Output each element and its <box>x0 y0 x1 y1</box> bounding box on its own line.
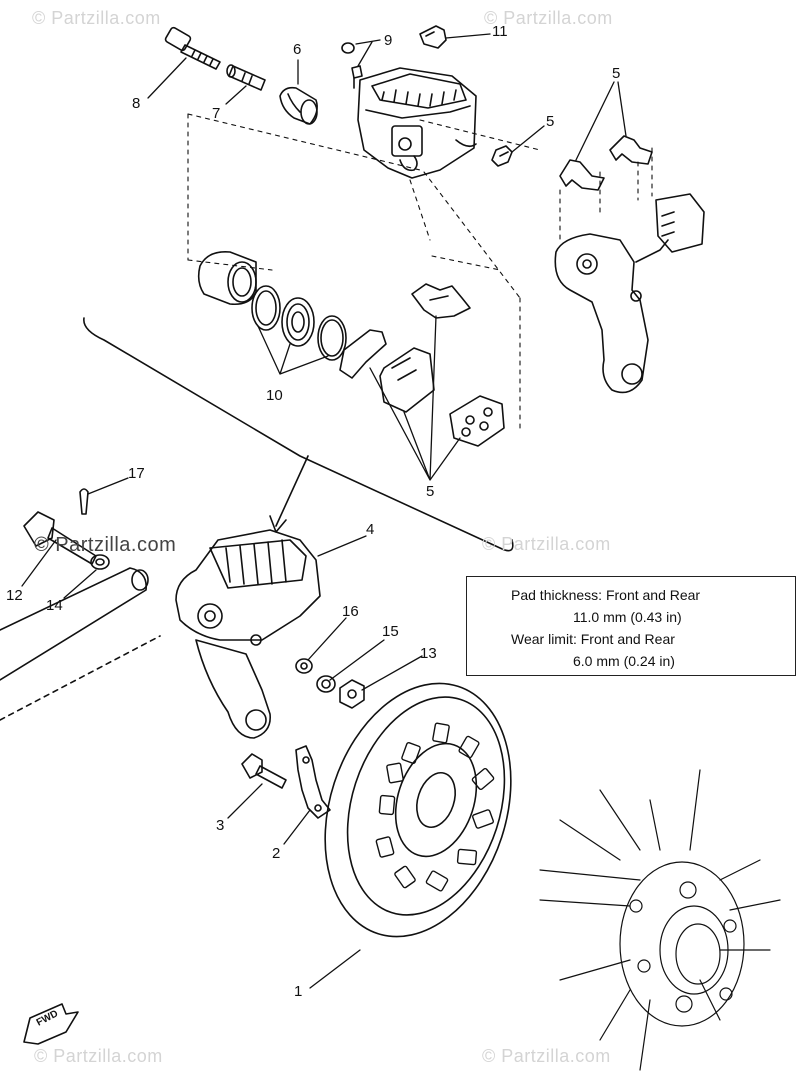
callout-7: 7 <box>212 105 221 122</box>
wheel-hub <box>539 769 781 1071</box>
leader-lines <box>21 33 627 989</box>
bleeder-9 <box>341 42 363 89</box>
caliper-lower-4 <box>175 529 321 739</box>
callout-1: 1 <box>294 983 303 1000</box>
clip-11 <box>419 25 447 49</box>
spec-pad-thickness-value: 11.0 mm (0.43 in) <box>573 609 682 625</box>
bolt-3 <box>241 753 287 789</box>
washer-14 <box>90 554 110 570</box>
watermark-top-left: © Partzilla.com <box>32 8 161 28</box>
callout-16: 16 <box>342 603 359 620</box>
assembly-bracket <box>83 317 514 552</box>
callout-2: 2 <box>272 845 281 862</box>
pad-spec-box: Pad thickness: Front and Rear 11.0 mm (0… <box>466 576 796 676</box>
pin-7 <box>226 64 266 91</box>
watermark-bottom-right: © Partzilla.com <box>482 1046 611 1066</box>
callout-5-springs: 5 <box>612 65 621 82</box>
callout-15: 15 <box>382 623 399 640</box>
callout-17: 17 <box>128 465 145 482</box>
lock-plate-2 <box>295 745 331 819</box>
piston-10 <box>197 250 257 306</box>
watermark-top-right: © Partzilla.com <box>484 8 613 28</box>
boot-6 <box>279 86 318 125</box>
bolt-8 <box>164 26 221 70</box>
callout-10: 10 <box>266 387 283 404</box>
spec-pad-thickness-label: Pad thickness: Front and Rear <box>511 587 701 603</box>
callout-3: 3 <box>216 817 225 834</box>
washer-16 <box>295 658 313 674</box>
washer-15 <box>316 675 336 693</box>
callout-5-pads: 5 <box>426 483 435 500</box>
caliper-upper <box>357 67 477 179</box>
callout-5-bolt: 5 <box>546 113 555 130</box>
watermark-mid-right: © Partzilla.com <box>482 534 611 554</box>
callout-4: 4 <box>366 521 375 538</box>
watermark-mid-left: © Partzilla.com <box>34 534 177 556</box>
spec-wear-limit-label: Wear limit: Front and Rear <box>511 631 675 647</box>
callout-13: 13 <box>420 645 437 662</box>
nut-13 <box>339 679 365 709</box>
assembly-arrow <box>275 455 309 527</box>
callout-12: 12 <box>6 587 23 604</box>
callout-11: 11 <box>492 23 508 40</box>
callout-14: 14 <box>46 597 63 614</box>
callout-6: 6 <box>293 41 302 58</box>
bracket-right <box>554 193 705 394</box>
brake-disc-1 <box>324 682 512 938</box>
watermark-bottom-left: © Partzilla.com <box>34 1046 163 1066</box>
seals-10 <box>251 285 347 361</box>
bolt-5 <box>491 145 513 167</box>
pad-spring-5 <box>559 135 653 191</box>
cotter-17 <box>79 488 89 515</box>
swing-arm <box>0 567 161 721</box>
fwd-arrow <box>23 1003 79 1045</box>
spec-wear-limit-value: 6.0 mm (0.24 in) <box>573 653 675 669</box>
callout-9: 9 <box>384 32 393 49</box>
pads-5 <box>339 283 505 447</box>
callout-8: 8 <box>132 95 141 112</box>
